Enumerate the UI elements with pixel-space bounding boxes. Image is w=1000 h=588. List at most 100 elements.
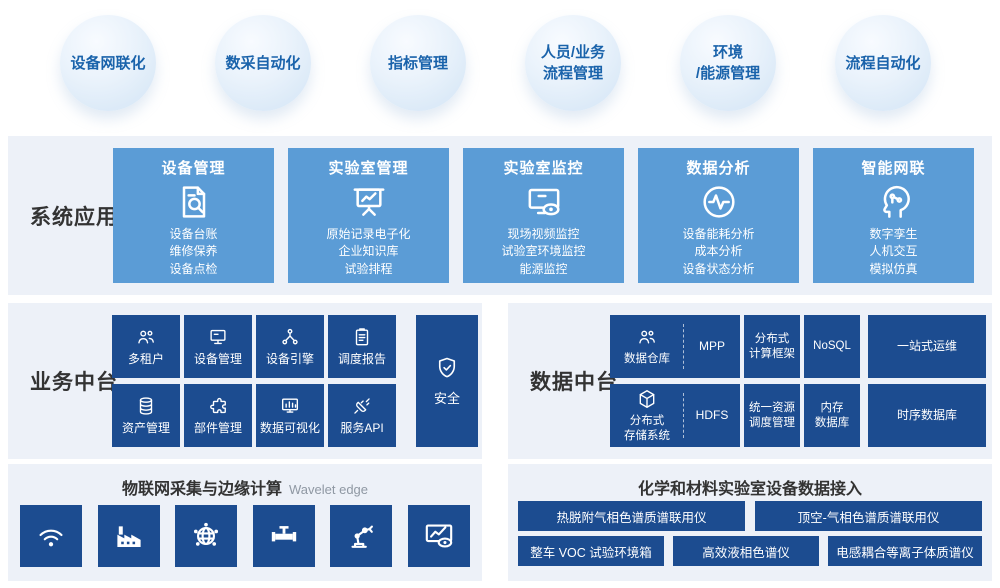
app-card-line: 人机交互 bbox=[869, 244, 918, 259]
app-card-line: 设备台账 bbox=[169, 227, 218, 241]
lab-instrument-tile: 高效液相色谱仪 bbox=[673, 536, 819, 566]
business-tile: 多租户 bbox=[112, 315, 180, 378]
lab-instrument-tile: 电感耦合等离子体质谱仪 bbox=[828, 536, 982, 566]
app-card-line: 设备点检 bbox=[169, 261, 218, 276]
app-card-icon-wrap bbox=[638, 179, 799, 225]
app-card-line: 模拟仿真 bbox=[869, 261, 918, 276]
app-card-line: 原始记录电子化 bbox=[326, 227, 411, 241]
iot-edge-subtitle: Wavelet edge bbox=[289, 482, 369, 497]
app-card-lines: 现场视频监控试验室环境监控能源监控 bbox=[463, 226, 624, 278]
app-card-line: 试验室环境监控 bbox=[501, 244, 586, 259]
iot-edge-title-text: 物联网采集与边缘计算 bbox=[121, 481, 282, 498]
business-tile-label: 服务API bbox=[340, 421, 384, 435]
data-combo-label: 数据仓库 bbox=[624, 353, 670, 366]
app-card-lines: 原始记录电子化企业知识库试验排程 bbox=[288, 226, 449, 278]
capability-circle: 指标管理 bbox=[370, 15, 466, 111]
data-tile-row: 分布式 存储系统 HDFS 统一资源 调度管理内存 数据库 时序数据库 bbox=[610, 384, 986, 447]
users-icon bbox=[636, 326, 658, 348]
app-card-line: 设备状态分析 bbox=[682, 261, 755, 276]
business-tile-grid: 多租户设备管理设备引擎调度报告资产管理部件管理数据可视化服务API bbox=[112, 315, 396, 447]
data-combo-right-label: HDFS bbox=[695, 408, 729, 422]
business-tile-label: 设备管理 bbox=[193, 352, 242, 366]
app-card-title: 智能网联 bbox=[861, 160, 926, 177]
iot-tile bbox=[97, 505, 160, 567]
app-card-title: 实验室管理 bbox=[328, 160, 409, 177]
business-tile: 资产管理 bbox=[112, 384, 180, 447]
device-icon bbox=[207, 326, 229, 348]
hex-storage-icon bbox=[636, 388, 658, 410]
section-label-business-platform: 业务中台 bbox=[30, 371, 118, 394]
app-card-icon-wrap bbox=[463, 179, 624, 225]
app-card: 设备管理设备台账维修保养设备点检 bbox=[113, 148, 274, 283]
globe-network-icon bbox=[189, 519, 223, 553]
top-capability-row: 设备网联化数采自动化指标管理人员/业务 流程管理环境 /能源管理流程自动化 bbox=[60, 15, 931, 111]
data-tile-label: 内存 数据库 bbox=[814, 402, 850, 429]
iot-edge-title: 物联网采集与边缘计算 Wavelet edge bbox=[8, 464, 482, 499]
data-tile: 统一资源 调度管理 bbox=[744, 384, 800, 447]
capability-circle: 流程自动化 bbox=[835, 15, 931, 111]
data-combo-right-label: MPP bbox=[698, 339, 725, 353]
data-combo-left: 分布式 存储系统 bbox=[610, 384, 684, 447]
share-nodes-icon bbox=[279, 326, 301, 348]
app-card: 智能网联数字孪生人机交互模拟仿真 bbox=[813, 148, 974, 283]
app-card-line: 成本分析 bbox=[694, 244, 743, 259]
app-card: 实验室监控现场视频监控试验室环境监控能源监控 bbox=[463, 148, 624, 283]
business-tile-label: 资产管理 bbox=[121, 421, 170, 435]
capability-circle: 环境 /能源管理 bbox=[680, 15, 776, 111]
data-combo-left: 数据仓库 bbox=[610, 315, 684, 378]
app-card: 数据分析设备能耗分析成本分析设备状态分析 bbox=[638, 148, 799, 283]
iot-icon-row bbox=[20, 505, 470, 567]
business-platform-panel: 业务中台 多租户设备管理设备引擎调度报告资产管理部件管理数据可视化服务API 安… bbox=[8, 303, 482, 459]
app-card-lines: 设备能耗分析成本分析设备状态分析 bbox=[638, 226, 799, 278]
business-tile: 设备引擎 bbox=[256, 315, 324, 378]
security-tile: 安全 bbox=[416, 315, 478, 447]
data-tile: 一站式运维 bbox=[868, 315, 986, 378]
app-card-line: 企业知识库 bbox=[338, 244, 399, 259]
factory-icon bbox=[112, 519, 146, 553]
business-tile: 设备管理 bbox=[184, 315, 252, 378]
capability-circle: 设备网联化 bbox=[60, 15, 156, 111]
lab-tile-row-2: 整车 VOC 试验环境箱高效液相色谱仪电感耦合等离子体质谱仪 bbox=[518, 536, 982, 566]
data-tile: NoSQL bbox=[804, 315, 860, 378]
business-tile-label: 调度报告 bbox=[337, 352, 386, 366]
app-card-line: 能源监控 bbox=[519, 261, 568, 276]
shield-icon bbox=[434, 355, 460, 381]
lab-instrument-tile: 热脱附气相色谱质谱联用仪 bbox=[518, 501, 745, 531]
lab-access-title: 化学和材料实验室设备数据接入 bbox=[637, 481, 862, 498]
data-tile: 时序数据库 bbox=[868, 384, 986, 447]
app-card-icon-wrap bbox=[288, 179, 449, 225]
app-card-icon-wrap bbox=[113, 179, 274, 225]
lab-instrument-tile: 整车 VOC 试验环境箱 bbox=[518, 536, 664, 566]
app-card-lines: 数字孪生人机交互模拟仿真 bbox=[813, 226, 974, 278]
app-card-line: 设备能耗分析 bbox=[682, 227, 755, 241]
lab-access-panel: 化学和材料实验室设备数据接入 热脱附气相色谱质谱联用仪顶空-气相色谱质谱联用仪 … bbox=[508, 464, 992, 581]
users-icon bbox=[135, 326, 157, 348]
lab-tile-row-1: 热脱附气相色谱质谱联用仪顶空-气相色谱质谱联用仪 bbox=[518, 501, 982, 531]
chart-icon bbox=[279, 395, 301, 417]
business-tile: 部件管理 bbox=[184, 384, 252, 447]
doc-search-icon bbox=[174, 182, 214, 222]
valve-icon bbox=[267, 519, 301, 553]
pulse-circle-icon bbox=[699, 182, 739, 222]
security-tile-label: 安全 bbox=[433, 391, 460, 406]
data-tile-label: 时序数据库 bbox=[896, 408, 957, 422]
iot-tile bbox=[175, 505, 238, 567]
app-card-icon-wrap bbox=[813, 179, 974, 225]
data-tile-label: 统一资源 调度管理 bbox=[749, 402, 795, 429]
iot-tile bbox=[20, 505, 82, 567]
app-card-line: 数字孪生 bbox=[869, 227, 918, 241]
business-tile-label: 多租户 bbox=[127, 352, 164, 366]
puzzle-icon bbox=[207, 395, 229, 417]
section-label-data-platform: 数据中台 bbox=[530, 371, 618, 394]
data-tile-label: 一站式运维 bbox=[896, 339, 957, 353]
app-card-line: 试验排程 bbox=[344, 261, 393, 276]
app-card: 实验室管理原始记录电子化企业知识库试验排程 bbox=[288, 148, 449, 283]
business-tile-label: 设备引擎 bbox=[265, 352, 314, 366]
business-tile: 调度报告 bbox=[328, 315, 396, 378]
system-apps-panel: 系统应用 设备管理设备台账维修保养设备点检实验室管理原始记录电子化企业知识库试验… bbox=[8, 136, 992, 295]
app-card-title: 数据分析 bbox=[686, 160, 751, 177]
